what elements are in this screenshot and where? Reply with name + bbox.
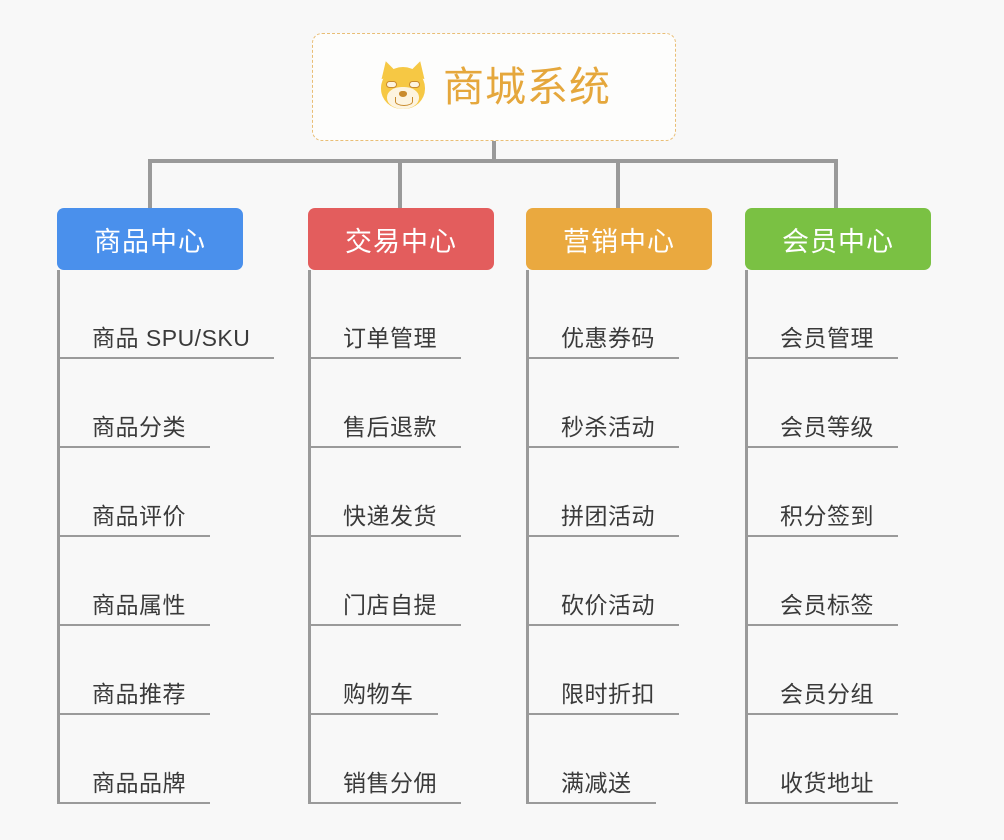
leaf-item[interactable]: 会员标签 (745, 537, 898, 626)
leaf-label: 会员等级 (780, 413, 874, 440)
leaf-underline: 会员管理 (745, 324, 898, 359)
leaf-underline: 商品属性 (57, 591, 210, 626)
leaf-label: 商品评价 (92, 502, 186, 529)
leaf-item[interactable]: 满减送 (526, 715, 679, 804)
leaf-underline: 购物车 (308, 680, 438, 715)
branch-spine-1 (57, 270, 60, 804)
shiba-dog-emoji-icon (377, 58, 429, 113)
leaf-underline: 会员分组 (745, 680, 898, 715)
leaf-item[interactable]: 会员分组 (745, 626, 898, 715)
leaf-label: 门店自提 (343, 591, 437, 618)
category-box-1[interactable]: 商品中心 (57, 208, 243, 270)
leaf-label: 售后退款 (343, 413, 437, 440)
leaf-underline: 商品分类 (57, 413, 210, 448)
leaf-item[interactable]: 限时折扣 (526, 626, 679, 715)
leaf-underline: 门店自提 (308, 591, 461, 626)
leaf-item[interactable]: 商品 SPU/SKU (57, 270, 275, 359)
leaf-item[interactable]: 订单管理 (308, 270, 461, 359)
leaf-item[interactable]: 优惠券码 (526, 270, 679, 359)
leaf-item[interactable]: 砍价活动 (526, 537, 679, 626)
branch-column-4: 会员中心会员管理会员等级积分签到会员标签会员分组收货地址 (745, 208, 931, 804)
leaf-underline: 商品 SPU/SKU (57, 324, 275, 359)
leaf-underline: 快递发货 (308, 502, 461, 537)
branch-column-2: 交易中心订单管理售后退款快递发货门店自提购物车销售分佣 (308, 208, 494, 804)
leaf-item[interactable]: 商品评价 (57, 448, 274, 537)
leaf-underline: 砍价活动 (526, 591, 679, 626)
leaf-item[interactable]: 积分签到 (745, 448, 898, 537)
leaf-underline: 销售分佣 (308, 769, 461, 804)
leaf-label: 购物车 (343, 680, 414, 707)
leaf-item[interactable]: 收货地址 (745, 715, 898, 804)
leaf-label: 优惠券码 (561, 324, 655, 351)
leaf-label: 快递发货 (343, 502, 437, 529)
connector-drop-3 (616, 159, 620, 208)
leaf-label: 销售分佣 (343, 769, 437, 796)
root-node[interactable]: 商城系统 (312, 33, 676, 141)
branch-column-1: 商品中心商品 SPU/SKU 商品分类商品评价商品属性商品推荐商品品牌 (57, 208, 275, 804)
leaf-underline: 拼团活动 (526, 502, 679, 537)
leaf-underline: 限时折扣 (526, 680, 679, 715)
leaf-item[interactable]: 销售分佣 (308, 715, 461, 804)
leaf-item[interactable]: 拼团活动 (526, 448, 679, 537)
leaf-label: 会员标签 (780, 591, 874, 618)
leaf-item[interactable]: 快递发货 (308, 448, 461, 537)
leaf-underline: 积分签到 (745, 502, 898, 537)
leaf-label: 商品推荐 (92, 680, 186, 707)
leaf-list-3: 优惠券码秒杀活动拼团活动砍价活动限时折扣满减送 (526, 270, 679, 804)
leaf-underline: 售后退款 (308, 413, 461, 448)
leaf-label: 商品 SPU/SKU (92, 324, 251, 351)
connector-drop-2 (398, 159, 402, 208)
leaf-item[interactable]: 购物车 (308, 626, 461, 715)
leaf-underline: 商品评价 (57, 502, 210, 537)
leaf-label: 限时折扣 (561, 680, 655, 707)
leaf-label: 积分签到 (780, 502, 874, 529)
leaf-label: 商品品牌 (92, 769, 186, 796)
leaf-label: 满减送 (561, 769, 632, 796)
leaf-list-1: 商品 SPU/SKU 商品分类商品评价商品属性商品推荐商品品牌 (57, 270, 275, 804)
leaf-item[interactable]: 门店自提 (308, 537, 461, 626)
branch-spine-4 (745, 270, 748, 804)
leaf-underline: 满减送 (526, 769, 656, 804)
leaf-item[interactable]: 秒杀活动 (526, 359, 679, 448)
category-box-3[interactable]: 营销中心 (526, 208, 712, 270)
leaf-label: 砍价活动 (561, 591, 655, 618)
category-box-2[interactable]: 交易中心 (308, 208, 494, 270)
leaf-item[interactable]: 商品推荐 (57, 626, 274, 715)
branch-spine-3 (526, 270, 529, 804)
leaf-underline: 商品推荐 (57, 680, 210, 715)
connector-stem (492, 141, 496, 162)
root-title: 商城系统 (443, 63, 611, 110)
branch-spine-2 (308, 270, 311, 804)
leaf-underline: 商品品牌 (57, 769, 210, 804)
leaf-item[interactable]: 会员管理 (745, 270, 898, 359)
connector-drop-1 (148, 159, 152, 208)
leaf-item[interactable]: 售后退款 (308, 359, 461, 448)
leaf-label: 商品属性 (92, 591, 186, 618)
leaf-label: 商品分类 (92, 413, 186, 440)
branch-column-3: 营销中心优惠券码秒杀活动拼团活动砍价活动限时折扣满减送 (526, 208, 712, 804)
connector-drop-4 (834, 159, 838, 208)
leaf-label: 会员管理 (780, 324, 874, 351)
leaf-item[interactable]: 商品品牌 (57, 715, 274, 804)
leaf-underline: 会员等级 (745, 413, 898, 448)
connector-bar (148, 159, 836, 163)
leaf-underline: 订单管理 (308, 324, 461, 359)
leaf-underline: 秒杀活动 (526, 413, 679, 448)
category-box-4[interactable]: 会员中心 (745, 208, 931, 270)
leaf-item[interactable]: 商品分类 (57, 359, 274, 448)
leaf-underline: 优惠券码 (526, 324, 679, 359)
leaf-label: 秒杀活动 (561, 413, 655, 440)
leaf-label: 会员分组 (780, 680, 874, 707)
leaf-list-2: 订单管理售后退款快递发货门店自提购物车销售分佣 (308, 270, 461, 804)
leaf-label: 订单管理 (343, 324, 437, 351)
leaf-label: 收货地址 (780, 769, 874, 796)
leaf-label: 拼团活动 (561, 502, 655, 529)
leaf-list-4: 会员管理会员等级积分签到会员标签会员分组收货地址 (745, 270, 898, 804)
leaf-item[interactable]: 商品属性 (57, 537, 274, 626)
leaf-underline: 收货地址 (745, 769, 898, 804)
leaf-underline: 会员标签 (745, 591, 898, 626)
leaf-item[interactable]: 会员等级 (745, 359, 898, 448)
